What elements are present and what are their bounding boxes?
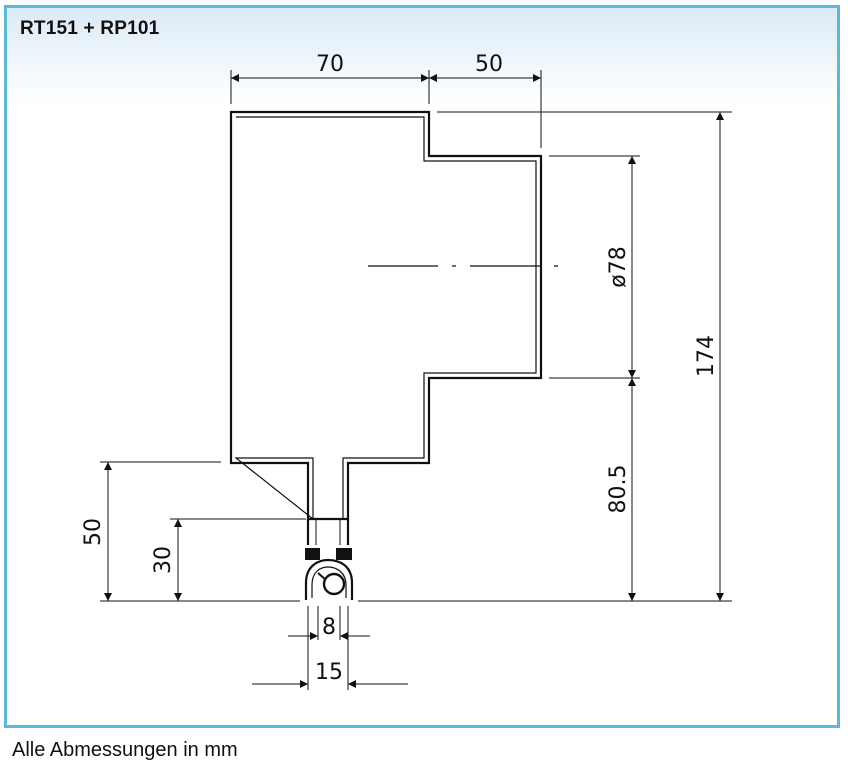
body-outline-outer	[229, 110, 543, 521]
dim-label-15: 15	[315, 660, 343, 685]
dim-label-30: 30	[151, 546, 176, 574]
dim-label-80-5: 80.5	[606, 465, 631, 514]
body-outline-inner	[234, 116, 537, 521]
rail-clip-profile	[304, 519, 354, 600]
dim-label-70: 70	[316, 52, 344, 77]
drawing-title: RT151 + RP101	[20, 18, 160, 39]
dim-label-50-top: 50	[475, 52, 503, 77]
dim-label-8: 8	[322, 615, 336, 640]
dimension-lines	[104, 74, 724, 688]
dim-label-174: 174	[694, 335, 719, 377]
dim-label-50-left: 50	[81, 518, 106, 546]
dim-label-diameter: ø78	[606, 246, 631, 287]
units-note: Alle Abmessungen in mm	[12, 739, 238, 761]
drawing-frame	[4, 5, 840, 728]
extension-lines	[100, 70, 732, 690]
